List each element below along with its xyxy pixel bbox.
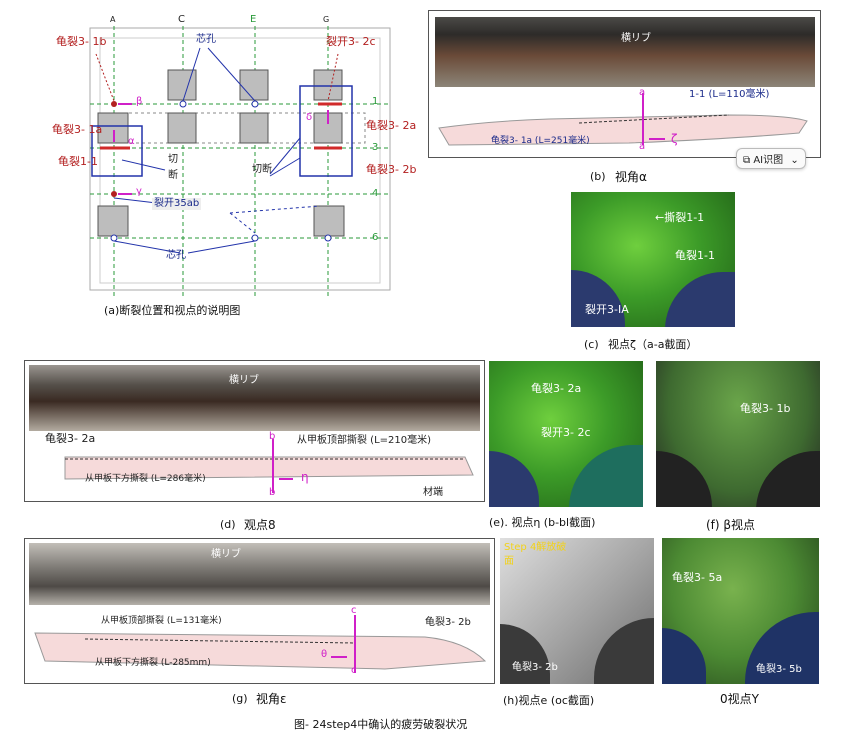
label-crack-3-2b-g: 龟裂3- 2b [425,617,471,628]
label-tear-1-1: ←撕裂1-1 [655,211,705,224]
row-label-6: 6 [372,232,379,243]
label-rib-d: 横リブ [229,375,259,386]
label-zeta: ζ [671,132,678,146]
photo-beta: 龟裂3- 1b [656,361,820,507]
row-label-4: 4 [372,188,379,199]
caption-panel-a: (a)断裂位置和视点的说明图 [104,304,241,317]
row-label-3: 3 [372,142,379,153]
dark-region-h-left [500,624,550,684]
col-label-a: A [110,15,116,24]
photo-beam-d [29,365,480,431]
label-crack-3-2a: 龟裂3- 2a [366,119,417,132]
caption-panel-d-text: 观点8 [244,518,276,532]
caption-panel-h: (h)视点e (oc截面) [503,694,595,707]
caption-panel-i: 0视点Y [720,692,759,706]
label-material-end: 材端 [423,487,443,498]
panel-d: 横リブ 龟裂3- 2a b 从甲板顶部撕裂 (L=210毫米) 从甲板下方撕裂 … [24,360,485,502]
label-crack-3-1b-f: 龟裂3- 1b [740,402,791,415]
schematic-d [64,439,474,493]
schematic-g [34,615,487,673]
label-crack-1-1: 龟裂1-1 [58,155,98,168]
label-eta: η [301,470,309,484]
photo-beam-g [29,543,490,605]
label-rib-g: 横リブ [211,549,241,560]
label-top-tear-g: 从甲板顶部撕裂 (L=131毫米) [101,616,222,626]
photo-gamma: 龟裂3- 5a 龟裂3- 5b [662,538,819,684]
row-label-1: 1 [372,96,379,107]
label-core-hole-bottom: 芯孔 [166,250,186,261]
label-beta: β [136,96,143,107]
panel-b: 横リブ a 1-1 (L=110毫米) 龟裂3- 1a (L=251毫米) a … [428,10,821,158]
dark-region-e-right [569,445,643,507]
label-c-bottom: c [351,665,357,676]
caption-panel-b-letter: (b) [590,170,606,183]
label-crack-3-5b: 龟裂3- 5b [756,664,802,675]
label-crack-3-2a-d: 龟裂3- 2a [45,432,96,445]
caption-panel-d-letter: (d) [220,518,236,531]
label-alpha: α [128,136,135,147]
dark-region-f-right [756,451,820,507]
col-label-e: E [250,14,257,25]
label-cut-left-2: 断 [168,170,178,181]
label-section-1-1: 1-1 (L=110毫米) [689,89,770,100]
col-label-g: G [323,15,330,24]
ai-recognize-button[interactable]: ⧉ AI识图 ⌄ [736,148,806,169]
label-bottom-tear-d: 从甲板下方撕裂 (L=286毫米) [85,474,206,484]
caption-panel-c-letter: (c) [584,338,599,351]
panel-a-diagram: A C E G 1 3 4 6 龟裂3- 1b 芯孔 裂开3- 2c 龟裂3- … [52,8,416,318]
figure-caption: 图- 24step4中确认的疲劳破裂状况 [294,718,468,731]
label-release-2: 面 [504,556,514,567]
label-delta: δ [306,112,313,123]
schematic-b [438,93,808,146]
label-crack-1-1-c: 龟裂1-1 [675,249,715,262]
label-cut-right: 切断 [252,164,272,175]
dark-region-right [665,272,735,327]
caption-panel-g-letter: (g) [232,692,248,705]
photo-section-eta: 龟裂3- 2a 裂开3- 2c [489,361,643,507]
label-crack-3-1b: 龟裂3- 1b [56,35,107,48]
label-b-bottom: b [269,487,276,498]
ai-button-label: AI识图 [753,155,784,166]
caption-panel-f: (f) β视点 [706,518,756,532]
label-top-tear-d: 从甲板顶部撕裂 (L=210毫米) [297,435,432,446]
col-label-c: C [178,14,185,25]
dark-region-h-right [594,618,654,684]
label-crack-3-1a: 龟裂3- 1a [52,123,103,136]
caption-panel-b-text: 视角α [615,170,647,184]
label-a-bottom: a [639,141,646,152]
photo-section-zeta: ←撕裂1-1 龟裂1-1 裂开3-IA [571,192,735,327]
label-open-3-ia: 裂开3-IA [585,303,629,316]
dark-region [571,270,625,327]
label-cut-left-1: 切 [168,154,178,165]
dark-region-i-left [662,628,706,684]
label-bottom-tear-g: 从甲板下方撕裂 (L-285mm) [95,658,211,668]
label-crack-3-5a: 龟裂3- 5a [672,571,723,584]
chevron-down-icon: ⌄ [790,155,799,166]
label-a-top: a [639,87,646,98]
dark-region-f-left [656,451,712,507]
label-open-3-2c-e: 裂开3- 2c [541,426,591,439]
label-crack-3-2b-h: 龟裂3- 2b [512,662,558,673]
label-open-35ab: 裂开35ab [152,198,202,210]
layout-diagram [89,26,391,298]
label-core-hole-top: 芯孔 [196,34,216,45]
label-gamma: γ [136,186,142,197]
label-c-top: c [351,605,357,616]
caption-panel-c-text: 视点ζ（a-a截面） [608,338,698,351]
photo-beam-side [435,17,815,87]
panel-g: 横リブ 从甲板顶部撕裂 (L=131毫米) 龟裂3- 2b c 从甲板下方撕裂 … [24,538,495,684]
caption-panel-e: (e). 视点η (b-bl截面) [489,516,596,529]
label-release-1: Step 4解放破 [504,542,567,553]
ai-icon: ⧉ [743,155,751,166]
label-rib: 横リブ [621,33,651,44]
label-crack-open-3-2c: 裂开3- 2c [326,35,376,48]
label-theta: θ [321,649,328,660]
label-crack-3-2b: 龟裂3- 2b [366,163,417,176]
label-b-top: b [269,431,276,442]
label-crack-3-2a-e: 龟裂3- 2a [531,382,582,395]
caption-panel-g-text: 视角ε [256,692,287,706]
label-crack-3-1a-b: 龟裂3- 1a (L=251毫米) [491,136,590,146]
dark-region-e-left [489,451,539,507]
photo-section-e: Step 4解放破 面 龟裂3- 2b [500,538,654,684]
